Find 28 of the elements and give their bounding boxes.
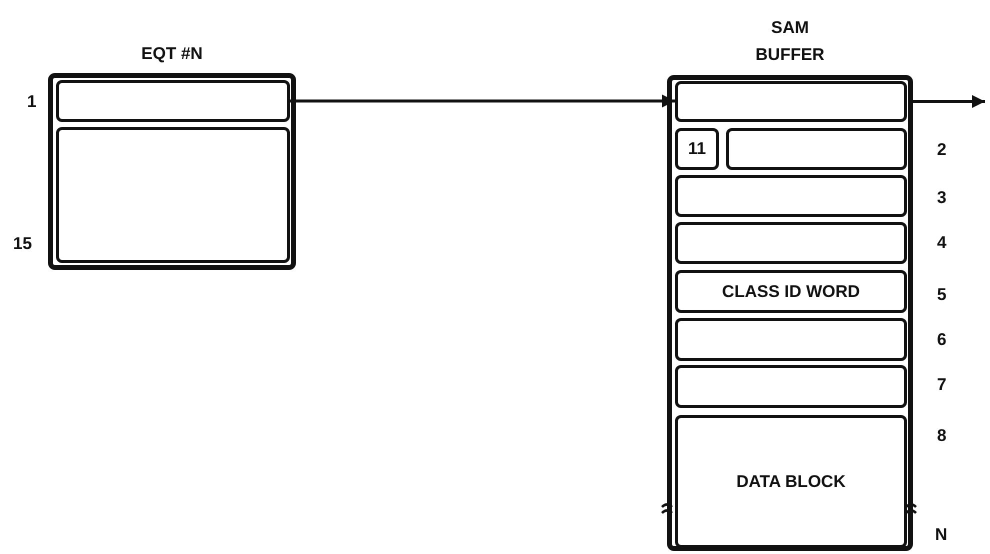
- word-number: 8: [937, 426, 946, 446]
- arrow: [913, 95, 985, 108]
- empty-cell: [675, 81, 907, 122]
- word-number: 1: [27, 92, 36, 112]
- word-number: 5: [937, 285, 946, 305]
- cell-text: 11: [687, 138, 707, 160]
- word-number: 4: [937, 233, 946, 253]
- empty-cell: [675, 365, 907, 408]
- word-number: 15: [13, 234, 32, 254]
- block-heading: SAM BUFFER: [754, 17, 826, 66]
- empty-cell: [675, 175, 907, 217]
- block-heading: EQT #N: [140, 43, 204, 65]
- cell-text: CLASS ID WORD: [721, 280, 861, 302]
- word-number: N: [935, 525, 948, 545]
- memory-cell: [675, 270, 907, 313]
- arrow: [290, 94, 675, 108]
- empty-cell: [56, 80, 290, 122]
- empty-cell: [675, 318, 907, 361]
- word-number: 7: [937, 375, 946, 395]
- memory-cell: [675, 415, 907, 548]
- empty-cell: [726, 128, 907, 170]
- word-number: 6: [937, 330, 946, 350]
- memory-cell: [675, 128, 719, 170]
- word-number: 3: [937, 188, 946, 208]
- empty-cell: [56, 127, 290, 263]
- word-number: 2: [937, 140, 946, 160]
- empty-cell: [675, 222, 907, 264]
- cell-text: DATA BLOCK: [735, 470, 847, 492]
